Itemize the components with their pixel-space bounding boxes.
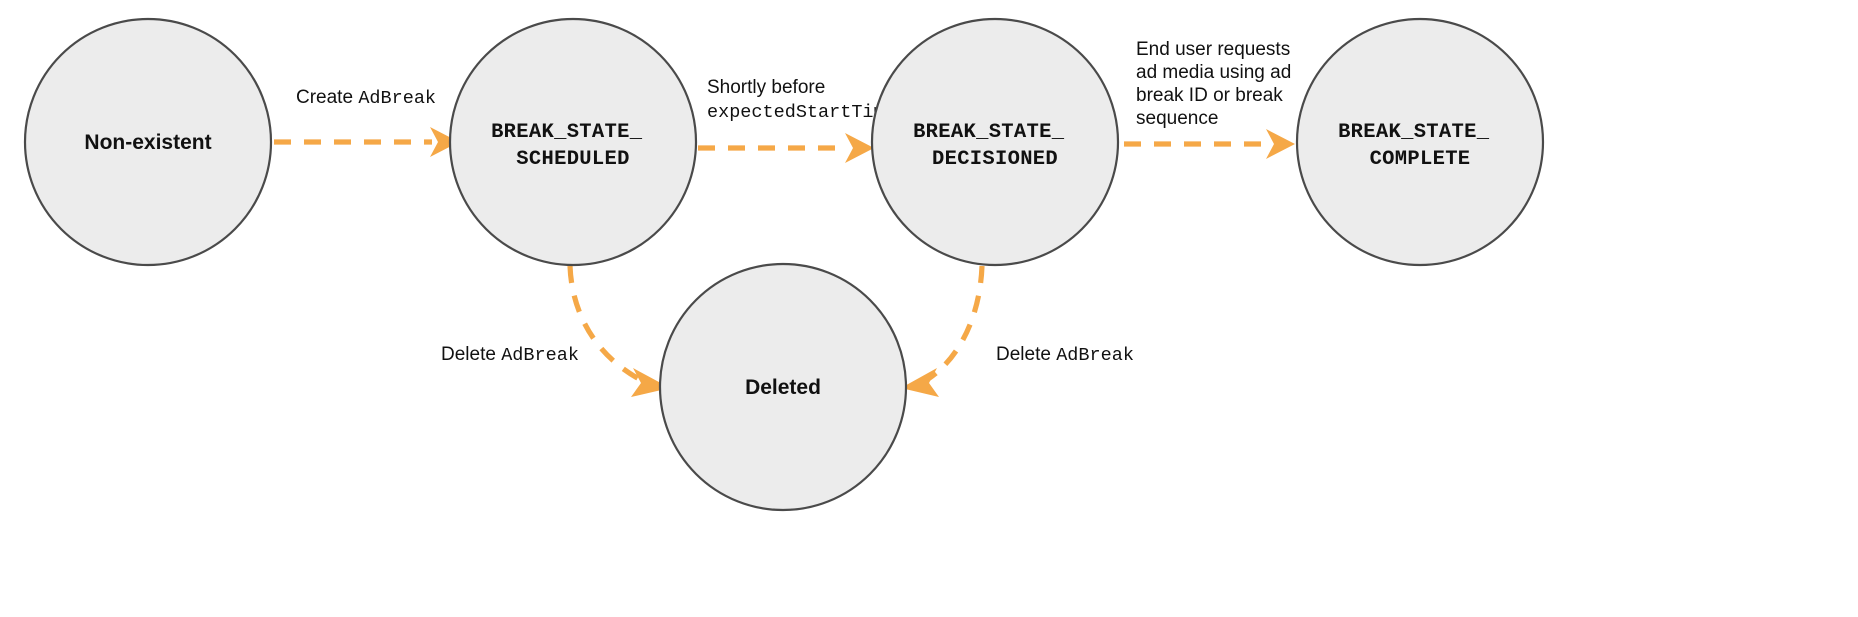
edge-delete-from-decisioned-line bbox=[923, 265, 985, 384]
edge-label-line-4: sequence bbox=[1136, 108, 1218, 129]
edge-delete-adbreak-from-decisioned[interactable]: Delete AdBreak bbox=[901, 265, 1134, 397]
edge-label-line-1: Shortly before bbox=[707, 77, 825, 98]
edge-shortly-before-arrowhead bbox=[845, 133, 874, 163]
state-node-non-existent-shape bbox=[23, 17, 273, 267]
state-node-deleted-shape bbox=[658, 262, 908, 512]
state-node-break-state-scheduled[interactable]: BREAK_STATE_ SCHEDULED bbox=[448, 17, 698, 267]
edge-delete-from-decisioned-label: Delete AdBreak bbox=[996, 344, 1134, 366]
edge-end-user-requests-label: End user requests ad media using ad brea… bbox=[1136, 39, 1297, 129]
state-node-break-state-complete[interactable]: BREAK_STATE_ COMPLETE bbox=[1295, 17, 1545, 267]
edge-delete-adbreak-from-scheduled[interactable]: Delete AdBreak bbox=[441, 265, 670, 397]
state-node-break-state-decisioned-label: BREAK_STATE_ DECISIONED bbox=[913, 121, 1077, 171]
edge-delete-from-decisioned-arrowhead bbox=[901, 368, 939, 397]
edge-delete-from-scheduled-label: Delete AdBreak bbox=[441, 344, 579, 366]
state-node-deleted-label: Deleted bbox=[745, 376, 821, 399]
edge-create-adbreak-label: Create AdBreak bbox=[296, 87, 436, 109]
edge-label-line-3: break ID or break bbox=[1136, 85, 1283, 106]
edge-label-line-2: expectedStartTime bbox=[707, 102, 896, 123]
edge-label-run-mono: AdBreak bbox=[501, 345, 579, 366]
edge-shortly-before-label: Shortly before expectedStartTime bbox=[707, 77, 896, 123]
node-label-line-1: Non-existent bbox=[84, 131, 211, 154]
edge-label-run: Delete bbox=[996, 344, 1056, 365]
edge-label-run-mono: AdBreak bbox=[1056, 345, 1134, 366]
edge-create-adbreak-arrowhead bbox=[430, 127, 459, 157]
state-node-break-state-complete-shape bbox=[1295, 17, 1545, 267]
state-node-non-existent-label: Non-existent bbox=[84, 131, 211, 154]
node-label-line-1: BREAK_STATE_ bbox=[491, 121, 643, 144]
state-node-break-state-scheduled-shape bbox=[448, 17, 698, 267]
state-node-break-state-decisioned[interactable]: BREAK_STATE_ DECISIONED bbox=[870, 17, 1120, 267]
edge-label-run: Delete bbox=[441, 344, 501, 365]
node-label-line-2: SCHEDULED bbox=[516, 148, 629, 171]
node-label-line-2: DECISIONED bbox=[932, 148, 1058, 171]
node-label-line-1: BREAK_STATE_ bbox=[913, 121, 1065, 144]
edge-label-line-1: End user requests bbox=[1136, 39, 1290, 60]
edge-label-run: Create bbox=[296, 87, 358, 108]
edge-create-adbreak[interactable]: Create AdBreak bbox=[274, 87, 459, 157]
edge-end-user-requests-ad-media[interactable]: End user requests ad media using ad brea… bbox=[1124, 39, 1297, 159]
edge-shortly-before-expected-start-time[interactable]: Shortly before expectedStartTime bbox=[698, 77, 896, 163]
state-node-deleted[interactable]: Deleted bbox=[658, 262, 908, 512]
edge-delete-from-scheduled-line bbox=[567, 265, 647, 385]
node-label-line-2: COMPLETE bbox=[1370, 148, 1471, 171]
node-label-line-1: Deleted bbox=[745, 376, 821, 399]
state-node-break-state-complete-label: BREAK_STATE_ COMPLETE bbox=[1338, 121, 1502, 171]
edge-label-run-mono: AdBreak bbox=[358, 88, 436, 109]
edge-label-line-2: ad media using ad bbox=[1136, 62, 1291, 83]
state-node-break-state-scheduled-label: BREAK_STATE_ SCHEDULED bbox=[491, 121, 655, 171]
state-node-break-state-decisioned-shape bbox=[870, 17, 1120, 267]
node-label-line-1: BREAK_STATE_ bbox=[1338, 121, 1490, 144]
state-node-non-existent[interactable]: Non-existent bbox=[23, 17, 273, 267]
edge-end-user-requests-arrowhead bbox=[1266, 129, 1295, 159]
